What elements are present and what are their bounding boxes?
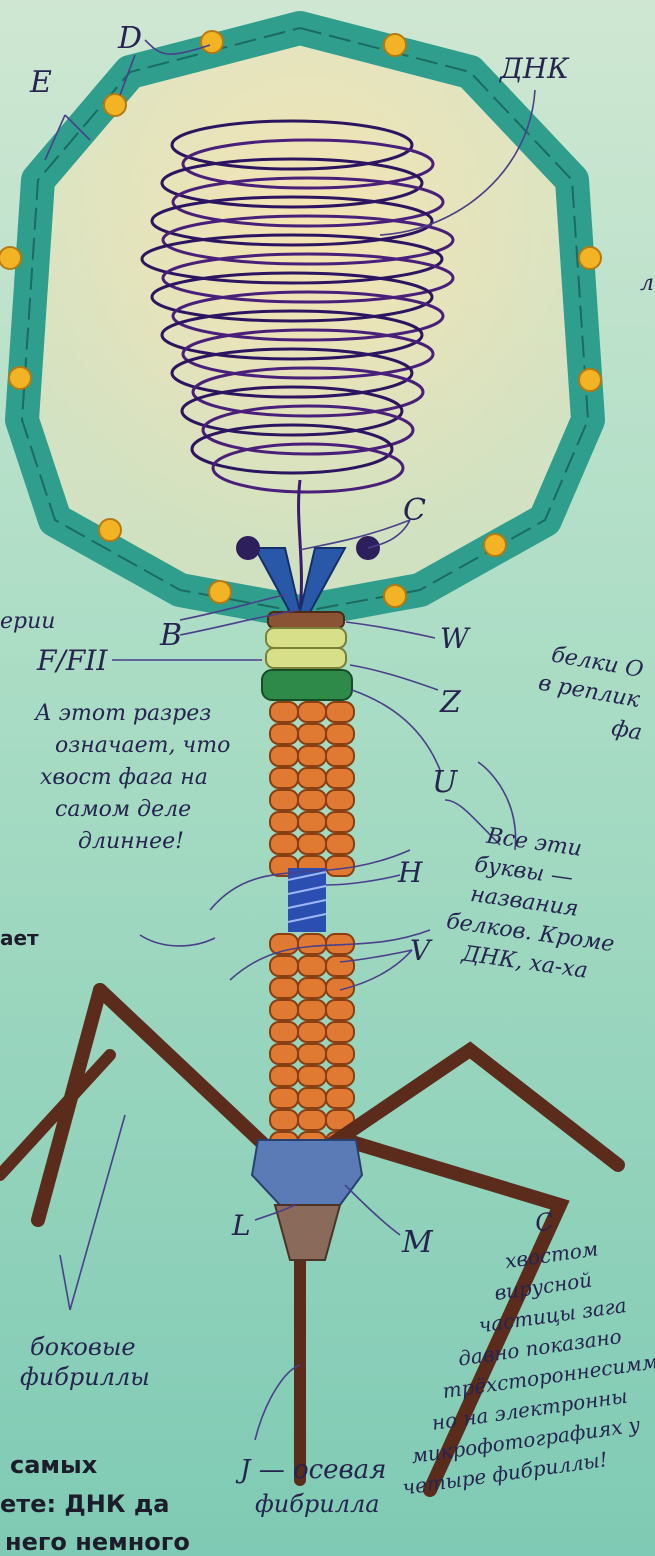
tail-sheath-ring	[270, 1066, 298, 1086]
label-J-2: фибрилла	[255, 1490, 380, 1518]
tail-sheath-ring	[326, 1000, 354, 1020]
tail-collar	[262, 612, 352, 700]
tail-sheath-ring	[298, 1066, 326, 1086]
tail-sheath-ring	[326, 1088, 354, 1108]
label-J: J — осевая	[235, 1455, 386, 1485]
tail-sheath-ring	[270, 1000, 298, 1020]
tail-sheath-ring	[326, 834, 354, 854]
label-Z: Z	[439, 685, 462, 720]
protein-d-dot	[201, 31, 223, 53]
note-bl-line: ете: ДНК да	[0, 1490, 169, 1518]
tail-sheath-ring	[326, 1066, 354, 1086]
note-cut-line: длиннее!	[78, 829, 184, 854]
tail-sheath-ring	[270, 790, 298, 810]
tail-sheath-ring	[298, 1000, 326, 1020]
label-W: W	[440, 622, 471, 655]
note-cut-line: означает, что	[55, 733, 230, 758]
note-left-fragment-2: ает	[0, 926, 39, 950]
note-cut-line: самом деле	[55, 797, 191, 822]
protein-d-dot	[104, 94, 126, 116]
tail-sheath-ring	[298, 702, 326, 722]
tail-sheath-ring	[326, 790, 354, 810]
tail-sheath-ring	[270, 702, 298, 722]
tail-sheath-ring	[270, 978, 298, 998]
note-bl-line: него немного	[5, 1528, 190, 1556]
tail-sheath-ring	[298, 834, 326, 854]
tail-sheath-ring	[298, 956, 326, 976]
note-bl-line: самых	[10, 1451, 98, 1479]
label-U: U	[432, 765, 459, 800]
note-right-mid-line: фа	[610, 716, 644, 746]
protein-d-dot	[384, 585, 406, 607]
label-side-fibrils-2: фибриллы	[20, 1363, 150, 1391]
tail-sheath-ring	[326, 724, 354, 744]
label-H: H	[397, 856, 423, 889]
protein-d-dot	[99, 519, 121, 541]
note-left-fragment: ерии	[0, 609, 55, 634]
tail-sheath-ring	[326, 1044, 354, 1064]
tail-sheath-ring	[270, 1110, 298, 1130]
tail-sheath-ring	[298, 1044, 326, 1064]
tail-sheath-ring	[270, 746, 298, 766]
tail-sheath-ring	[326, 1022, 354, 1042]
label-M: M	[401, 1225, 434, 1260]
tail-sheath-ring	[298, 1088, 326, 1108]
label-C: C	[403, 493, 426, 528]
tail-sheath-ring	[298, 746, 326, 766]
tail-sheath-ring	[298, 1110, 326, 1130]
label-side-fibrils-1: боковые	[30, 1333, 136, 1361]
tail-sheath-ring	[326, 812, 354, 832]
tail-sheath-ring	[270, 812, 298, 832]
note-cut-line: А этот разрез	[33, 701, 211, 726]
tail-sheath-ring	[298, 934, 326, 954]
protein-d-dot	[384, 34, 406, 56]
label-dna: ДНК	[498, 52, 570, 85]
label-D: D	[117, 21, 142, 56]
tail-sheath-ring	[326, 746, 354, 766]
protein-d-dot	[209, 581, 231, 603]
protein-d-dot	[484, 534, 506, 556]
tail-sheath-ring	[326, 856, 354, 876]
tail-sheath-ring	[326, 768, 354, 788]
label-E: E	[29, 65, 52, 100]
tail-sheath-ring	[298, 790, 326, 810]
tail-sheath-ring	[270, 834, 298, 854]
protein-d-dot	[0, 247, 21, 269]
tail-sheath-ring	[270, 768, 298, 788]
tail-sheath-ring	[298, 1022, 326, 1042]
label-V: V	[410, 934, 433, 967]
tail-sheath-ring	[326, 702, 354, 722]
protein-d-dot	[579, 369, 601, 391]
tail-sheath-ring	[298, 724, 326, 744]
label-L: L	[231, 1209, 251, 1242]
note-cut-line: хвост фага на	[40, 765, 208, 790]
tail-sheath-ring	[270, 1022, 298, 1042]
tail-sheath-ring	[326, 956, 354, 976]
tail-sheath-ring	[298, 768, 326, 788]
tail-sheath-ring	[270, 724, 298, 744]
protein-d-dot	[579, 247, 601, 269]
tail-sheath-ring	[270, 1088, 298, 1108]
protein-d-dot	[9, 367, 31, 389]
tail-sheath-ring	[298, 978, 326, 998]
tail-sheath-ring	[270, 1044, 298, 1064]
label-B: B	[159, 618, 182, 653]
label-F: F/FII	[36, 644, 108, 677]
tail-sheath-ring	[270, 956, 298, 976]
note-right-fragment: л	[640, 271, 654, 296]
tail-sheath-ring	[298, 812, 326, 832]
note-rb-line: С	[533, 1207, 555, 1237]
